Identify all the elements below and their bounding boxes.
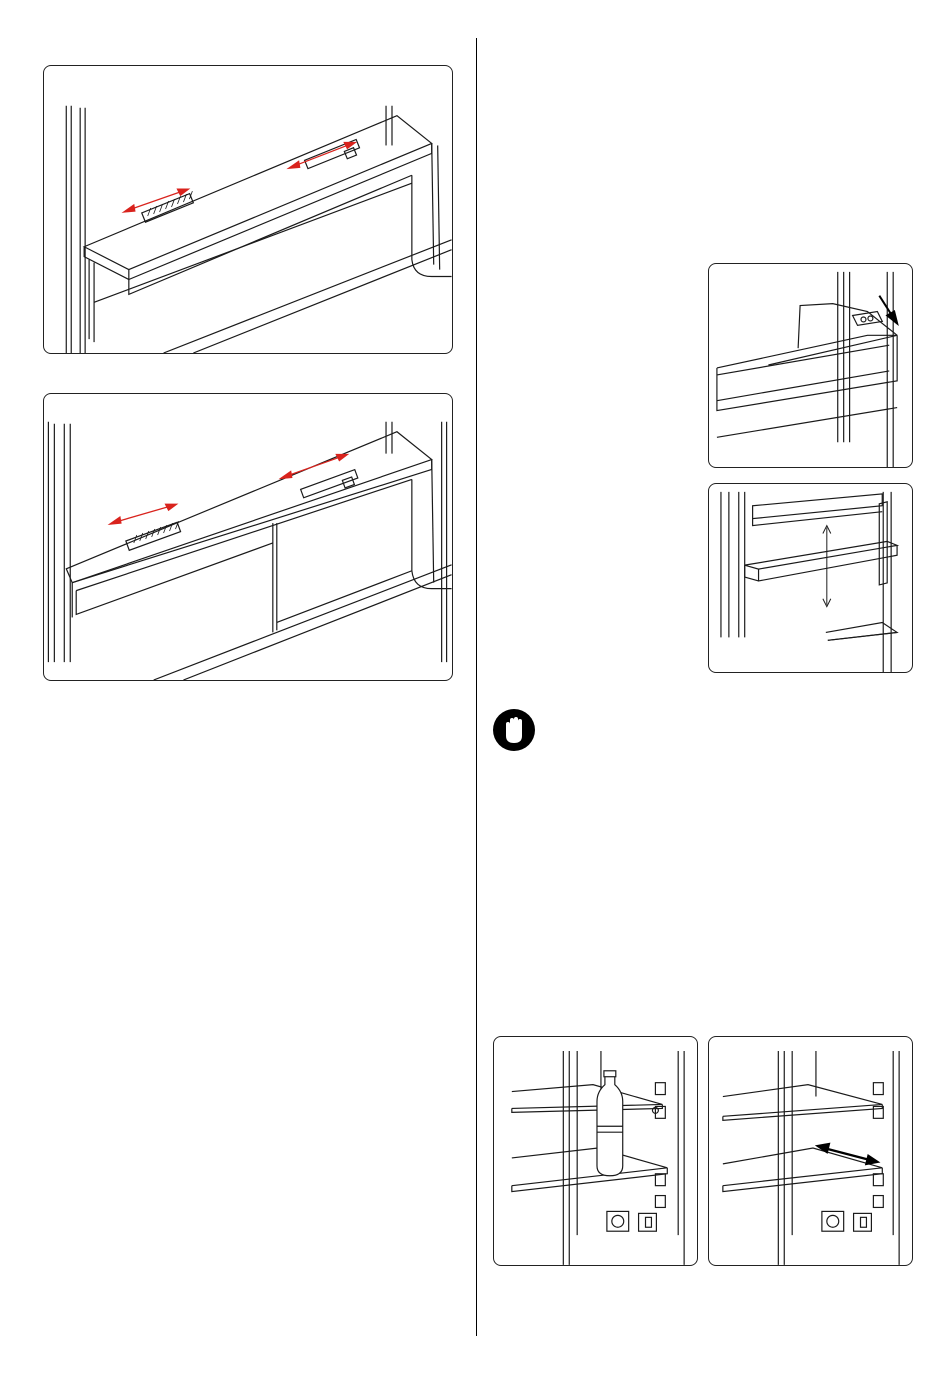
shelf-bottle-figure [493,1036,698,1266]
door-tray-figure [708,263,913,468]
double-drawer-slider-icon [44,394,452,680]
drawer-slider-icon [44,66,452,353]
shelf-with-bottle-icon [494,1037,697,1265]
door-shelf-figure [708,483,913,673]
door-tray-removal-icon [709,264,912,467]
shelf-slide-figure [708,1036,913,1266]
door-shelf-height-adjust-icon [709,484,912,672]
column-divider [476,38,477,1336]
sliding-shelf-icon [709,1037,912,1265]
stop-hand-icon [492,708,536,752]
drawer-slider-figure [43,65,453,354]
double-drawer-slider-figure [43,393,453,681]
